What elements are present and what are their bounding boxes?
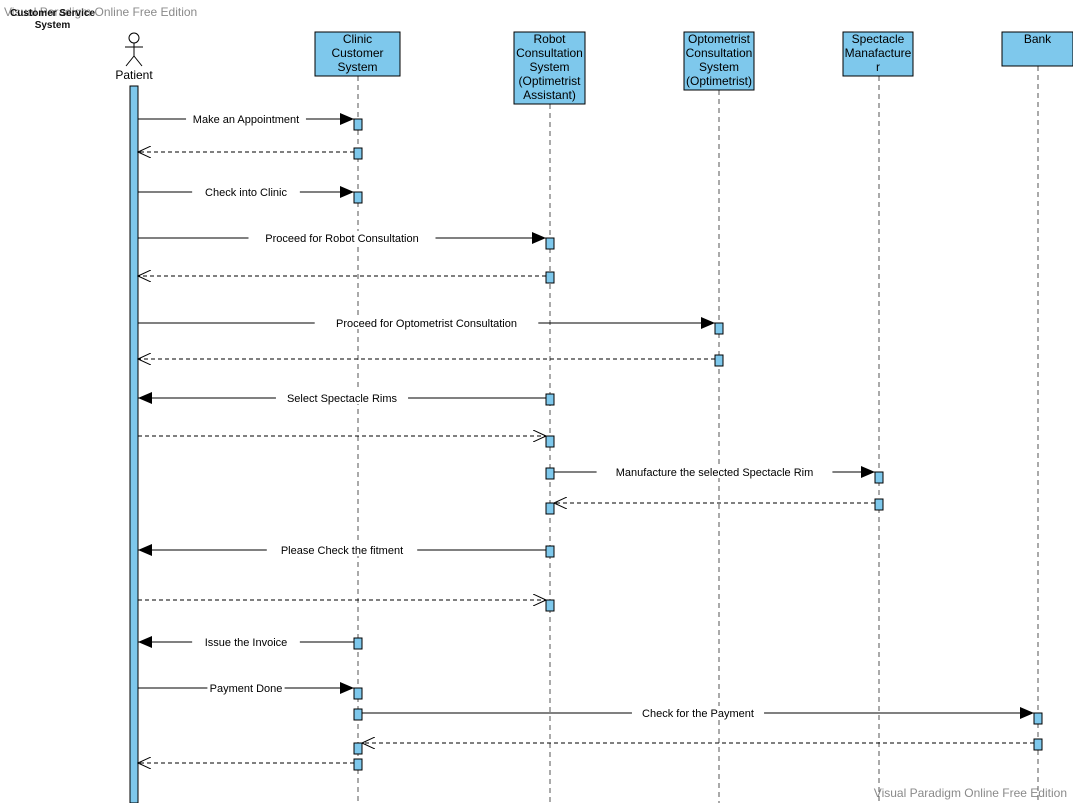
lifeline-box-optometrist [683, 31, 755, 91]
actor-head [128, 32, 140, 44]
message-label-bg [266, 543, 418, 556]
watermark-bottom: Visual Paradigm Online Free Edition [873, 786, 1067, 800]
lifeline-label-robot: Consultation [516, 46, 583, 60]
lifeline-label-clinic: System [337, 60, 377, 74]
message-label: Make an Appointment [193, 114, 299, 126]
diagram-title-line: System [34, 20, 71, 31]
activation-box [1033, 738, 1043, 751]
actor-leg [125, 55, 135, 67]
message-label-bg [192, 185, 300, 198]
message-label-bg [248, 231, 436, 244]
message-label-bg [207, 681, 285, 694]
lifeline-label-bank: Bank [1024, 32, 1052, 46]
activation-box [545, 435, 555, 448]
activation-box [545, 271, 555, 284]
lifeline-box-clinic [314, 31, 401, 77]
message-label: Proceed for Robot Consultation [265, 233, 418, 245]
lifeline-label-robot: (Optimetrist [518, 74, 581, 88]
lifeline-label-robot: Robot [533, 32, 566, 46]
lifeline-box-spectacle [842, 31, 914, 77]
message-label: Select Spectacle Rims [287, 393, 398, 405]
message-label: Please Check the fitment [281, 545, 403, 557]
watermark-top: Visual Paradigm Online Free Edition [4, 5, 198, 19]
actor-leg [133, 55, 143, 67]
lifeline-box-bank [1001, 31, 1073, 67]
message-label: Payment Done [210, 683, 283, 695]
activation-box [353, 687, 363, 700]
message-label-bg [192, 635, 300, 648]
lifeline-label-optometrist: Optometrist [688, 32, 751, 46]
lifeline-label-robot: System [529, 60, 569, 74]
lifeline-label-optometrist: Consultation [686, 46, 753, 60]
activation-box [353, 191, 363, 204]
lifeline-label-clinic: Customer [331, 46, 383, 60]
activation-box [714, 354, 724, 367]
message-label: Issue the Invoice [205, 637, 288, 649]
activation-box [545, 467, 555, 480]
activation-box [353, 742, 363, 755]
diagram-title: Customer Service System [0, 8, 105, 32]
lifeline-label-spectacle: Spectacle [852, 32, 905, 46]
message-label-bg [631, 706, 765, 719]
activation-box [545, 237, 555, 250]
activation-box [874, 498, 884, 511]
lifeline-label-spectacle: r [876, 60, 880, 74]
lifeline-label-robot: Assistant) [523, 88, 576, 102]
lifeline-label-spectacle: Manafacture [845, 46, 912, 60]
lifeline-label-clinic: Clinic [343, 32, 372, 46]
activation-box [545, 393, 555, 406]
activation-box [353, 637, 363, 650]
activation-box [545, 502, 555, 515]
diagram-title-line: Customer Service [9, 8, 96, 19]
message-label: Check for the Payment [642, 708, 754, 720]
patient-activation-bar [129, 85, 139, 803]
actor-label: Patient [115, 68, 153, 82]
activation-box [874, 471, 884, 484]
message-label-bg [314, 316, 539, 329]
activation-box [545, 599, 555, 612]
lifeline-label-optometrist: (Optimetrist) [686, 74, 752, 88]
message-label: Manufacture the selected Spectacle Rim [616, 467, 814, 479]
activation-box [353, 758, 363, 771]
message-label-bg [275, 391, 409, 404]
activation-box [545, 545, 555, 558]
message-label: Check into Clinic [205, 187, 287, 199]
message-label-bg [596, 465, 833, 478]
activation-box [1033, 712, 1043, 725]
activation-box [353, 708, 363, 721]
activation-box [353, 118, 363, 131]
activation-box [353, 147, 363, 160]
message-label: Proceed for Optometrist Consultation [336, 318, 517, 330]
lifeline-label-optometrist: System [699, 60, 739, 74]
lifeline-box-robot [513, 31, 586, 105]
activation-box [714, 322, 724, 335]
stick-figure-icon [125, 32, 143, 67]
message-label-bg [186, 112, 306, 125]
